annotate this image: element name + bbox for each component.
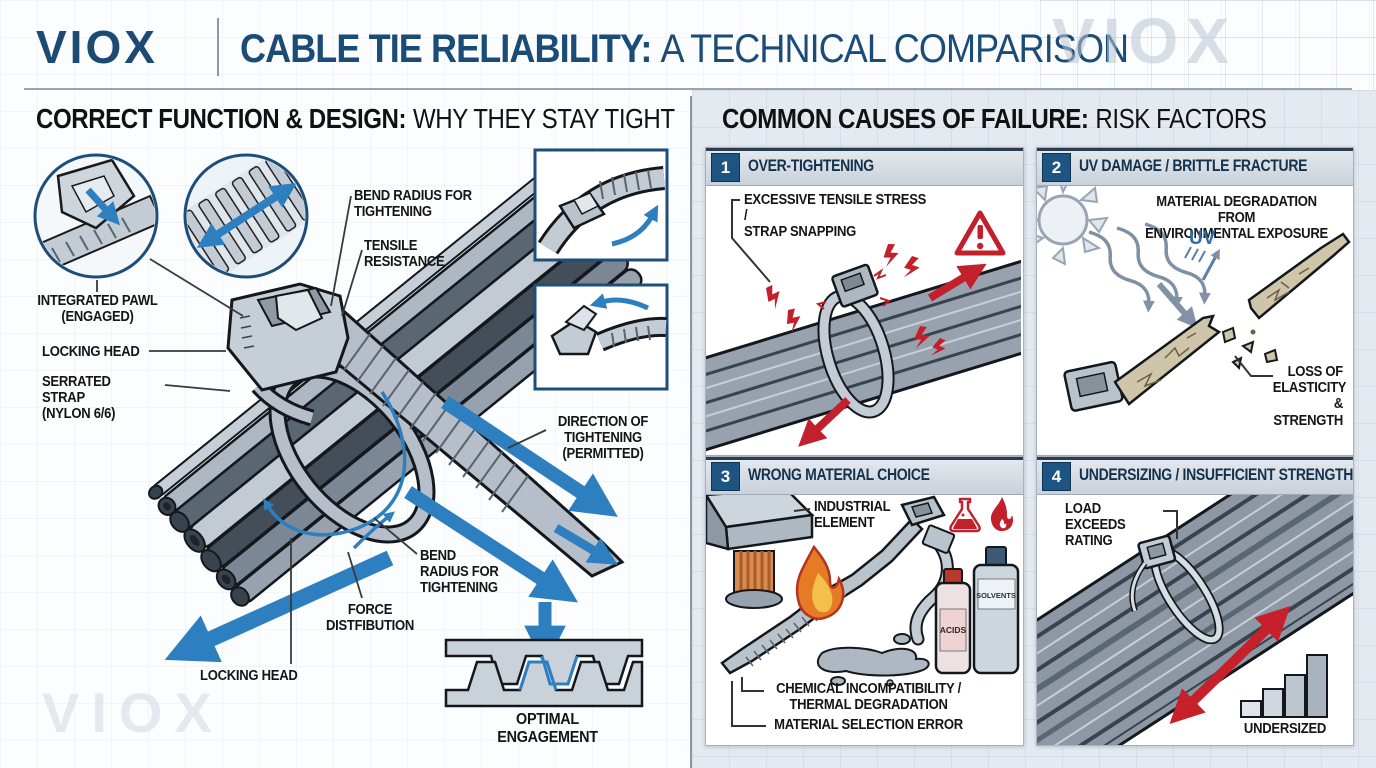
tightening-arrows bbox=[164, 396, 618, 663]
solvents-bottle-label: SOLVENTS bbox=[976, 591, 1016, 600]
panel-3-body: ACIDS SOLVENTS bbox=[706, 495, 1023, 745]
header-rule bbox=[24, 88, 1352, 90]
panel-1-number: 1 bbox=[711, 153, 740, 182]
tighten-direction-callout-box bbox=[533, 148, 669, 262]
material-selection-error-label: MATERIAL SELECTION ERROR bbox=[774, 717, 963, 733]
acids-bottle-label: ACIDS bbox=[940, 625, 967, 635]
watermark-top-right: VIOX bbox=[1052, 5, 1237, 77]
stress-arrow-up bbox=[927, 263, 987, 302]
viox-logo: VIOX bbox=[36, 21, 158, 73]
industrial-element bbox=[706, 495, 815, 609]
flame bbox=[795, 544, 845, 620]
uv-label: UV bbox=[1189, 228, 1216, 249]
pawl-detail-callout bbox=[33, 153, 159, 279]
panel-1-body: EXCESSIVE TENSILE STRESS / STRAP SNAPPIN… bbox=[706, 186, 1023, 455]
panel-2-callout-label: MATERIAL DEGRADATION FROM ENVIRONMENTAL … bbox=[1145, 194, 1328, 243]
panel-2-body: MATERIAL DEGRADATION FROM ENVIRONMENTAL … bbox=[1037, 186, 1353, 455]
bar-chart-icon bbox=[1240, 654, 1328, 718]
panel-4-body: LOAD EXCEEDS RATING UNDERSIZED bbox=[1037, 495, 1353, 745]
serration-detail-callout bbox=[183, 153, 309, 279]
flask-icon bbox=[949, 497, 981, 533]
flame-icon bbox=[990, 497, 1013, 532]
stress-arrow-down bbox=[798, 397, 851, 447]
optimal-engagement-profile bbox=[444, 602, 644, 708]
callout-bracket bbox=[731, 199, 771, 283]
panel-wrong-material: 3 WRONG MATERIAL CHOICE bbox=[705, 456, 1024, 746]
wrong-material-art: ACIDS SOLVENTS bbox=[706, 495, 1020, 727]
wilted-tie bbox=[909, 524, 956, 646]
grid-background-patch bbox=[1040, 0, 1376, 90]
cable-tie-diagram-art bbox=[33, 148, 669, 708]
panel-1-title: OVER-TIGHTENING bbox=[748, 157, 874, 175]
page-title-rest: A TECHNICAL COMPARISON bbox=[660, 27, 1130, 71]
label-bend-radius-top: BEND RADIUS FOR TIGHTENING bbox=[354, 188, 472, 221]
undersized-label: UNDERSIZED bbox=[1243, 721, 1327, 737]
sun-icon bbox=[1037, 186, 1109, 266]
acids-bottle: ACIDS bbox=[934, 568, 972, 675]
over-tightening-art bbox=[706, 199, 1021, 455]
bend-radius-arrow bbox=[352, 511, 395, 550]
warning-triangle-icon bbox=[954, 210, 1006, 256]
panel-3-brackets bbox=[731, 677, 766, 727]
strain-double-arrow bbox=[1169, 606, 1291, 724]
header-divider bbox=[217, 18, 219, 76]
leader-lines bbox=[96, 195, 547, 664]
label-tensile-resistance: TENSILE RESISTANCE bbox=[364, 238, 445, 271]
watermark-bottom-left: VIOX bbox=[42, 681, 224, 744]
label-direction-of-tightening: DIRECTION OF TIGHTENING (PERMITTED) bbox=[557, 414, 649, 463]
page-title: CABLE TIE RELIABILITY:A TECHNICAL COMPAR… bbox=[240, 27, 1130, 72]
panel-undersizing: 4 UNDERSIZING / INSUFFICIENT STRENGTH bbox=[1036, 456, 1354, 746]
industrial-leader bbox=[793, 508, 811, 512]
loss-of-elasticity-label: LOSS OF ELASTICITY & STRENGTH bbox=[1272, 364, 1347, 429]
label-serrated-strap: SERRATED STRAP (NYLON 6/6) bbox=[42, 374, 116, 423]
label-optimal-engagement: OPTIMAL ENGAGEMENT bbox=[497, 711, 598, 746]
right-heading-strong: COMMON CAUSES OF FAILURE: bbox=[722, 103, 1089, 134]
load-exceeds-rating-label: LOAD EXCEEDS RATING bbox=[1065, 501, 1126, 550]
left-heading-rest: WHY THEY STAY TIGHT bbox=[412, 103, 675, 134]
panel-2-number: 2 bbox=[1042, 153, 1071, 182]
load-leader-line bbox=[1163, 510, 1178, 539]
release-direction-callout-box bbox=[533, 283, 669, 391]
solvents-bottle: SOLVENTS bbox=[972, 546, 1020, 675]
label-force-distribution: FORCE DISTFIBUTION bbox=[325, 602, 415, 635]
label-locking-head-top: LOCKING HEAD bbox=[42, 344, 140, 360]
panel-3-number: 3 bbox=[711, 462, 740, 491]
panel-uv-damage: 2 UV DAMAGE / BRITTLE FRACTURE bbox=[1036, 147, 1354, 456]
panel-4-number: 4 bbox=[1042, 462, 1071, 491]
vertical-divider bbox=[690, 96, 692, 768]
stress-bolts bbox=[766, 244, 946, 356]
label-integrated-pawl: INTEGRATED PAWL (ENGAGED) bbox=[37, 293, 158, 326]
right-heading-rest: RISK FACTORS bbox=[1095, 103, 1267, 134]
wrap-direction-arrow bbox=[263, 391, 407, 537]
page-title-strong: CABLE TIE RELIABILITY: bbox=[240, 27, 652, 71]
uv-rays bbox=[1088, 222, 1211, 313]
panel-3-title: WRONG MATERIAL CHOICE bbox=[748, 466, 930, 484]
panel-1-callout-label: EXCESSIVE TENSILE STRESS / STRAP SNAPPIN… bbox=[744, 192, 927, 241]
label-bend-radius-bottom: BEND RADIUS FOR TIGHTENING bbox=[420, 548, 499, 597]
undersizing-art bbox=[1037, 495, 1353, 745]
industrial-element-label: INDUSTRIAL ELEMENT bbox=[814, 499, 891, 532]
loss-leader-line bbox=[1234, 355, 1273, 377]
stress-cracks bbox=[815, 268, 892, 310]
right-section-heading: COMMON CAUSES OF FAILURE:RISK FACTORS bbox=[722, 103, 1267, 135]
uv-damage-art bbox=[1037, 186, 1351, 412]
panel-4-header: 4 UNDERSIZING / INSUFFICIENT STRENGTH bbox=[1037, 457, 1353, 495]
panel-over-tightening: 1 OVER-TIGHTENING bbox=[705, 147, 1024, 456]
label-locking-head-bottom: LOCKING HEAD bbox=[200, 668, 298, 684]
panel-3-header: 3 WRONG MATERIAL CHOICE bbox=[706, 457, 1023, 495]
locking-head bbox=[226, 282, 350, 392]
panel-1-header: 1 OVER-TIGHTENING bbox=[706, 148, 1023, 186]
uv-slashes bbox=[1184, 246, 1206, 263]
over-tightened-head bbox=[831, 263, 879, 308]
chemical-incompatibility-label: CHEMICAL INCOMPATIBILITY / THERMAL DEGRA… bbox=[776, 681, 961, 714]
left-section-heading: CORRECT FUNCTION & DESIGN:WHY THEY STAY … bbox=[36, 103, 675, 135]
small-tie-head bbox=[1137, 534, 1177, 570]
panel-4-title: UNDERSIZING / INSUFFICIENT STRENGTH bbox=[1079, 466, 1354, 484]
left-heading-strong: CORRECT FUNCTION & DESIGN: bbox=[36, 103, 407, 134]
brittle-tie bbox=[1063, 232, 1351, 412]
panel-2-title: UV DAMAGE / BRITTLE FRACTURE bbox=[1079, 157, 1308, 175]
melted-puddle bbox=[816, 633, 930, 687]
panel-2-header: 2 UV DAMAGE / BRITTLE FRACTURE bbox=[1037, 148, 1353, 186]
